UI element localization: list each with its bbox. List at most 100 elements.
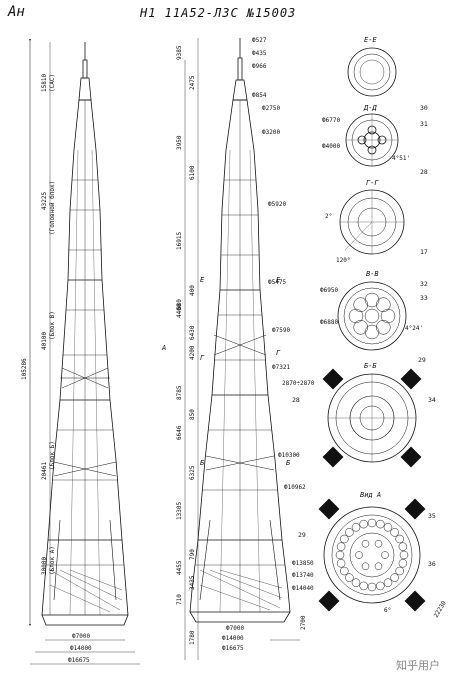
b-callout-29: 29 (418, 356, 426, 364)
v-callout-32: 32 (420, 280, 428, 288)
left-rocket-profile (29, 39, 140, 665)
section-d-d (345, 113, 399, 167)
mark-b-right: Б (286, 459, 291, 467)
engine-nozzle (345, 528, 354, 537)
engine-nozzle (383, 523, 393, 532)
height-block-a: 30000 (41, 557, 48, 575)
dimension-text: 4400 (176, 303, 183, 318)
dim-2700: 2700 (300, 615, 307, 630)
height-cac: 15810 (41, 74, 48, 92)
dia-527: Ф527 (252, 37, 267, 44)
section-v-v-title: В-В (366, 270, 379, 278)
overall-height: 105286 (21, 358, 28, 380)
engine-nozzle (345, 573, 354, 582)
engine-nozzle (376, 581, 385, 591)
engine-nozzle (381, 551, 389, 559)
left-dimension-texts: 105286 15810 (САС) 43225 (Головной блок)… (21, 74, 92, 664)
g-angle-120: 120° (336, 257, 350, 264)
d-dim-6770: Ф6770 (322, 117, 340, 124)
label-block-v: (Блок В) (49, 311, 56, 340)
engine-nozzle (359, 581, 368, 591)
a-angle-6: 6° (384, 607, 391, 614)
designer-signature: Ан (8, 4, 25, 20)
d-dim-4000: Ф4000 (322, 143, 340, 150)
dia-14000: Ф14000 (70, 645, 92, 652)
section-g-g (339, 189, 405, 255)
tank-circle (353, 297, 368, 312)
center-diameter-texts: Ф527 Ф435 Ф966 Ф854 Ф2750 Ф3200 Ф5920 Ф5… (222, 37, 315, 652)
center-left-dims: 9385247539506100169154006806430440042008… (176, 45, 196, 645)
dimension-text: 6100 (189, 165, 196, 180)
dimension-text: 1780 (189, 630, 196, 645)
mark-e-right: Е (276, 276, 281, 284)
callout-29: 29 (298, 531, 306, 539)
tank-circle (364, 292, 380, 308)
tank-circle (348, 308, 364, 324)
dia-14000-center: Ф14000 (222, 635, 244, 642)
engine-nozzle (351, 578, 361, 587)
tank-circle (353, 320, 368, 335)
v-dim-6950: Ф6950 (320, 287, 338, 294)
dimension-text: 680 (176, 299, 183, 310)
engine-nozzle (395, 534, 404, 544)
engine-nozzle (336, 542, 346, 551)
dia-7000-center: Ф7000 (226, 625, 244, 632)
dia-5920: Ф5920 (268, 201, 286, 208)
b-callout-34: 34 (428, 396, 436, 404)
a-callout-36: 36 (428, 560, 436, 568)
dimension-text: 8785 (176, 385, 183, 400)
engine-nozzle (351, 523, 361, 532)
tank-circle (364, 324, 380, 340)
label-block-b: (Блок Б) (49, 441, 56, 470)
height-head: 43225 (41, 192, 48, 210)
dia-14040: Ф14040 (292, 585, 314, 592)
section-g-g-title: Г-Г (366, 179, 379, 187)
height-block-v: 40100 (41, 332, 48, 350)
section-v-v (337, 281, 407, 351)
dimension-text: 4200 (189, 345, 196, 360)
engine-nozzle (376, 519, 385, 529)
engine-nozzle (359, 519, 368, 529)
a-dim-22230: 22230 (433, 600, 448, 619)
dimension-text: 6430 (189, 325, 196, 340)
height-block-b: 20461 (41, 462, 48, 480)
g-angle-2: 2° (325, 213, 332, 220)
dimension-text: 9385 (176, 45, 183, 60)
engine-nozzle (398, 542, 408, 551)
engine-nozzle (361, 539, 370, 548)
dia-7321: Ф7321 (272, 364, 290, 371)
engine-nozzle (355, 551, 363, 559)
dia-10300: Ф10300 (278, 452, 300, 459)
dia-854: Ф854 (252, 92, 267, 99)
dia-5475: Ф5475 (268, 279, 286, 286)
d-callout-31: 31 (420, 120, 428, 128)
drawing-title: Н1 11А52-Л3С №15003 (140, 6, 297, 20)
dia-10962: Ф10962 (284, 484, 306, 491)
tank-circle (364, 308, 380, 324)
section-markers: Е Е Г Г Б Б А (161, 276, 291, 467)
dimension-text: 850 (189, 409, 196, 420)
g-callout-28: 28 (420, 168, 428, 176)
dimension-text: 710 (176, 594, 183, 605)
tank-circle (376, 320, 391, 335)
dimension-text: 16915 (176, 232, 183, 250)
dia-7590: Ф7590 (272, 327, 290, 334)
dimension-text: 790 (189, 549, 196, 560)
watermark: 知乎用户 (396, 659, 440, 672)
engine-nozzle (340, 566, 349, 576)
v-angle: 4°24' (405, 325, 423, 332)
mark-a: А (161, 344, 166, 352)
section-e-e-title: Е-Е (364, 36, 377, 44)
engine-nozzle (390, 528, 399, 537)
label-cac: (САС) (49, 74, 56, 92)
engine-nozzle (340, 534, 349, 544)
view-a-title: Вид А (360, 491, 381, 499)
dia-7000: Ф7000 (72, 633, 90, 640)
mark-g-left: Г (200, 354, 205, 362)
engine-nozzle (383, 578, 393, 587)
label-head: (Головной блок) (49, 181, 56, 235)
section-b-b-title: Б-Б (364, 362, 377, 370)
dimension-text: 400 (189, 285, 196, 296)
engine-nozzle (374, 562, 383, 571)
